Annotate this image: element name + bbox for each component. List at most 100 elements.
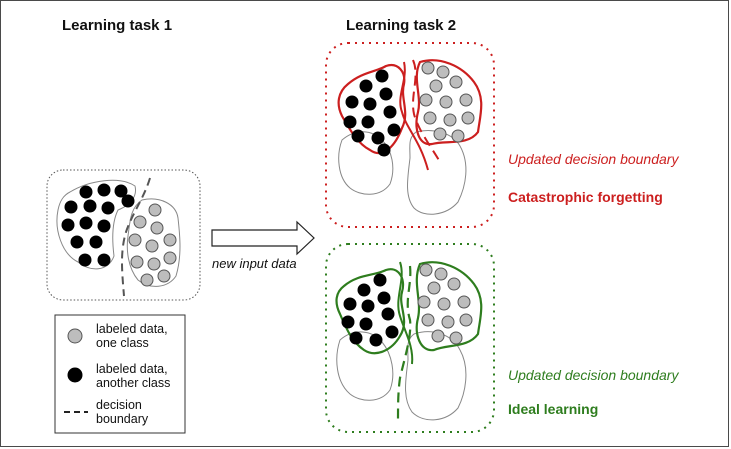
- black-dot: [349, 331, 363, 345]
- forgetting-black-dots: [343, 69, 401, 157]
- gray-dot: [157, 269, 171, 283]
- black-dot: [359, 317, 373, 331]
- forgetting-panel-border: [325, 42, 495, 228]
- gray-dot: [417, 295, 431, 309]
- forgetting-result-label: Catastrophic forgetting: [508, 189, 663, 205]
- black-dot: [385, 325, 399, 339]
- black-dot: [363, 97, 377, 111]
- gray-dot: [461, 111, 475, 125]
- black-dot: [371, 131, 385, 145]
- task1-black-region: [56, 179, 137, 270]
- black-dot: [383, 105, 397, 119]
- ideal-boundary-2: [396, 265, 412, 421]
- gray-dot: [419, 93, 433, 107]
- black-dot: [121, 194, 135, 208]
- ideal-black-dots: [341, 273, 399, 347]
- black-dot: [387, 123, 401, 137]
- gray-dot: [130, 255, 144, 269]
- black-dot: [369, 333, 383, 347]
- gray-dot: [441, 315, 455, 329]
- gray-dot: [459, 93, 473, 107]
- legend-boundary-label-line1: decision: [96, 398, 142, 412]
- legend-black-dot-icon: [67, 367, 83, 383]
- gray-dot: [148, 203, 162, 217]
- ideal-result-label: Ideal learning: [508, 401, 598, 417]
- gray-dot: [145, 239, 159, 253]
- black-dot: [373, 273, 387, 287]
- gray-dot: [459, 313, 473, 327]
- task1-panel: [46, 169, 201, 301]
- legend-black-label-line2: another class: [96, 376, 170, 390]
- task1-gray-dots: [128, 203, 177, 287]
- black-dot: [97, 183, 111, 197]
- task1-gray-region: [126, 198, 181, 287]
- gray-dot: [436, 65, 450, 79]
- task1-panel-border: [46, 169, 201, 301]
- gray-dot: [147, 257, 161, 271]
- black-dot: [379, 87, 393, 101]
- black-dot: [345, 95, 359, 109]
- forgetting-new-region-right: [407, 130, 467, 215]
- black-dot: [70, 235, 84, 249]
- black-dot: [357, 283, 371, 297]
- gray-dot: [421, 61, 435, 75]
- forgetting-gray-dots: [419, 61, 475, 143]
- black-dot: [101, 201, 115, 215]
- legend-gray-dot-icon: [67, 328, 83, 344]
- black-dot: [377, 291, 391, 305]
- ideal-boundary-note: Updated decision boundary: [508, 367, 679, 383]
- black-dot: [341, 315, 355, 329]
- black-dot: [361, 299, 375, 313]
- black-dot: [114, 184, 128, 198]
- gray-dot: [437, 297, 451, 311]
- legend-black-label-line1: labeled data,: [96, 362, 168, 376]
- gray-dot: [443, 113, 457, 127]
- gray-dot: [439, 95, 453, 109]
- black-dot: [79, 185, 93, 199]
- gray-dot: [434, 267, 448, 281]
- forgetting-new-region-left: [338, 131, 394, 195]
- gray-dot: [427, 281, 441, 295]
- black-dot: [78, 253, 92, 267]
- task1-black-dots: [61, 183, 135, 267]
- gray-dot: [163, 251, 177, 265]
- ideal-panel: [325, 243, 495, 433]
- ideal-black-region: [335, 268, 406, 355]
- black-dot: [343, 115, 357, 129]
- black-dot: [79, 216, 93, 230]
- gray-dot: [140, 273, 154, 287]
- ideal-boundary-1: [397, 261, 414, 365]
- gray-dot: [150, 221, 164, 235]
- task1-title: Learning task 1: [62, 17, 172, 34]
- arrow-label: new input data: [212, 256, 297, 271]
- task2-title: Learning task 2: [346, 17, 456, 34]
- forgetting-boundary-2: [412, 59, 441, 163]
- gray-dot: [163, 233, 177, 247]
- black-dot: [89, 235, 103, 249]
- forgetting-panel: [325, 42, 495, 228]
- gray-dot: [449, 75, 463, 89]
- gray-dot: [447, 277, 461, 291]
- black-dot: [351, 129, 365, 143]
- new-data-arrow: new input data: [211, 220, 315, 271]
- gray-dot: [457, 295, 471, 309]
- gray-dot: [451, 129, 465, 143]
- gray-dot: [433, 127, 447, 141]
- ideal-new-region-left: [336, 331, 394, 401]
- black-dot: [381, 307, 395, 321]
- black-dot: [375, 69, 389, 83]
- gray-dot: [449, 331, 463, 345]
- black-dot: [359, 79, 373, 93]
- gray-dot: [423, 111, 437, 125]
- ideal-panel-border: [325, 243, 495, 433]
- ideal-new-region-right: [405, 331, 467, 421]
- legend: labeled data, one class labeled data, an…: [54, 314, 186, 434]
- black-dot: [61, 218, 75, 232]
- black-dot: [97, 219, 111, 233]
- black-dot: [377, 143, 391, 157]
- black-dot: [64, 200, 78, 214]
- black-dot: [361, 115, 375, 129]
- legend-gray-label-line2: one class: [96, 336, 149, 350]
